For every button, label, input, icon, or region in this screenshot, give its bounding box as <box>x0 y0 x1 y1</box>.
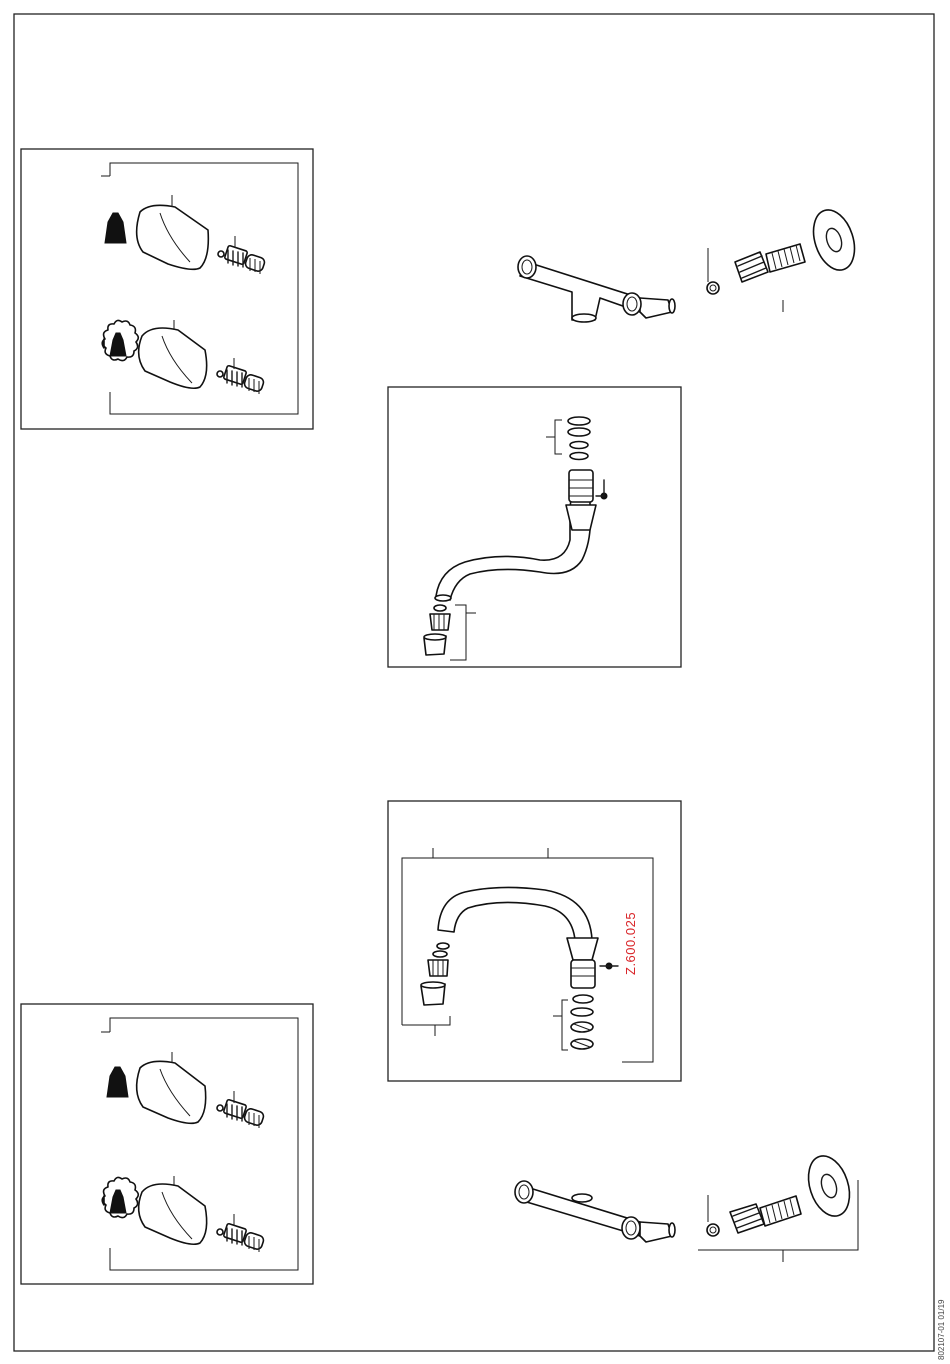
tap-body-bottom <box>515 1181 675 1242</box>
fixing-code-text: Z.600.025 <box>623 912 638 975</box>
valve-cartridge-icon <box>217 358 265 394</box>
handle-set-box-bottom <box>21 1004 313 1284</box>
indicator-cap-icon <box>107 1067 128 1097</box>
indicator-cap-icon <box>105 213 126 243</box>
tap-handle-icon <box>137 195 209 269</box>
valve-cartridge-icon <box>217 1214 265 1252</box>
wall-connector-bottom <box>698 1151 858 1262</box>
indicator-cap-flower-icon <box>102 1177 138 1217</box>
tap-handle-icon <box>139 320 207 388</box>
wall-connector-top <box>707 205 862 312</box>
indicator-cap-flower-icon <box>102 320 138 360</box>
tap-handle-icon <box>137 1052 206 1123</box>
valve-cartridge-icon <box>218 236 266 274</box>
tap-body-top <box>518 256 675 322</box>
fixing-code-label: Z.600.025 <box>619 900 641 975</box>
tap-handle-icon <box>139 1176 207 1244</box>
document-id-label: 802107-01 01/19 <box>935 1280 949 1360</box>
spout-box-curved <box>388 387 681 667</box>
handle-set-box-top <box>21 149 313 429</box>
document-id-text: 802107-01 01/19 <box>937 1300 946 1361</box>
valve-cartridge-icon <box>217 1091 265 1128</box>
